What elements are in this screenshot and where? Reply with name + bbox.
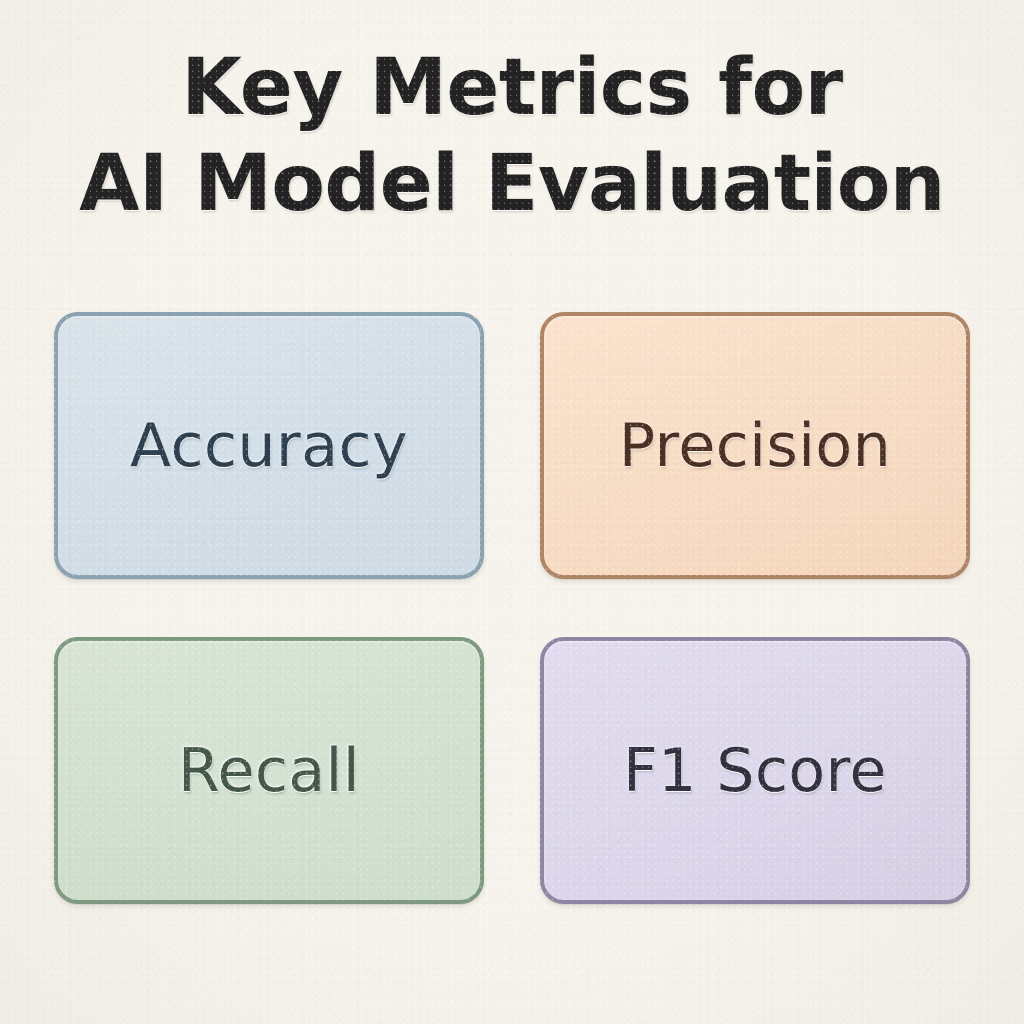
metric-card-accuracy[interactable]: Accuracy (54, 312, 484, 579)
page-title-line-1: Key Metrics for (181, 43, 843, 133)
page-title-line-2: AI Model Evaluation (79, 139, 945, 229)
metric-card-label: Precision (618, 410, 892, 481)
metric-card-f1-score[interactable]: F1 Score (540, 637, 970, 904)
metric-card-recall[interactable]: Recall (54, 637, 484, 904)
metric-card-label: Accuracy (130, 410, 408, 481)
metrics-card-grid: Accuracy Precision Recall F1 Score (54, 312, 970, 904)
metric-card-label: F1 Score (623, 735, 887, 806)
metric-card-label: Recall (177, 735, 360, 806)
metric-card-precision[interactable]: Precision (540, 312, 970, 579)
page-title: Key Metrics for AI Model Evaluation (0, 40, 1024, 232)
